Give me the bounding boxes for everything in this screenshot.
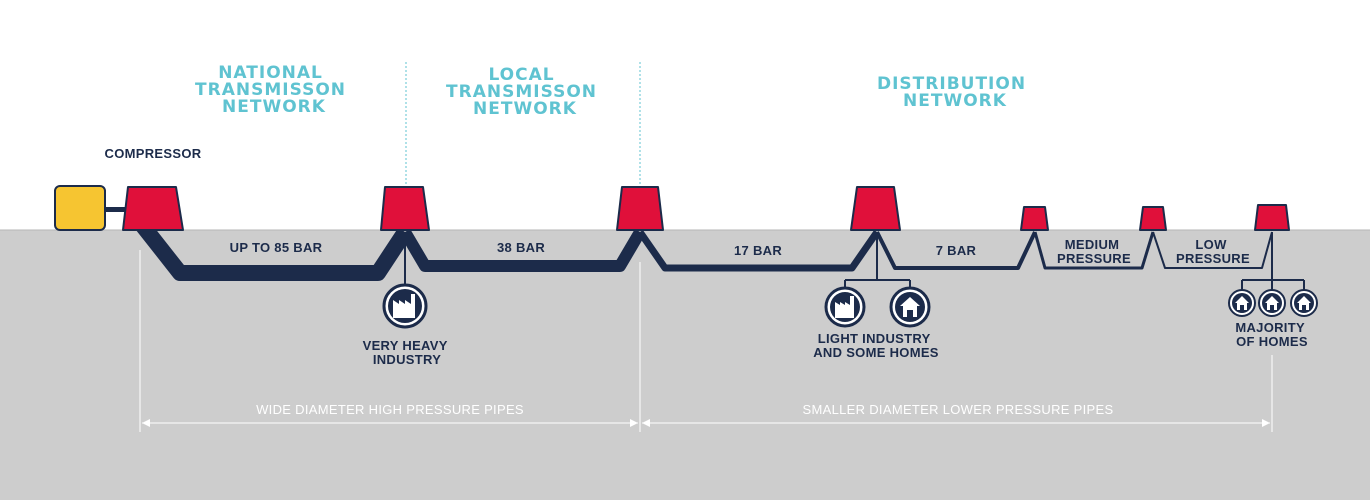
house-icon xyxy=(1290,289,1318,317)
section-title-local: LOCAL TRANSMISSON NETWORK xyxy=(446,65,604,119)
station-7bar xyxy=(1020,206,1049,231)
compressor-label: COMPRESSOR xyxy=(105,146,202,161)
station-local-distribution xyxy=(616,186,664,231)
compressor-station xyxy=(122,186,184,231)
span-arrow-wide xyxy=(142,419,638,427)
span-arrow-smaller xyxy=(642,419,1270,427)
pressure-label-medium: MEDIUM PRESSURE xyxy=(1057,237,1131,266)
homes-label: MAJORITY OF HOMES xyxy=(1235,320,1308,349)
pipe-low-pressure xyxy=(1152,231,1273,269)
compressor-unit xyxy=(54,185,106,231)
section-title-distribution: DISTRIBUTION NETWORK xyxy=(877,74,1033,111)
compressor-connector xyxy=(104,207,126,212)
light-industry-label: LIGHT INDUSTRY AND SOME HOMES xyxy=(813,331,939,360)
span-label-wide: WIDE DIAMETER HIGH PRESSURE PIPES xyxy=(256,402,524,417)
pressure-label-38bar: 38 BAR xyxy=(497,240,545,255)
pipe-17bar xyxy=(637,230,880,272)
station-national-local xyxy=(380,186,430,231)
homes-connector xyxy=(1241,232,1305,290)
house-icon xyxy=(1258,289,1286,317)
factory-icon xyxy=(382,283,428,329)
pipe-local xyxy=(399,228,646,272)
light-industry-connector xyxy=(844,232,911,288)
pressure-label-7bar: 7 BAR xyxy=(936,243,977,258)
span-label-smaller: SMALLER DIAMETER LOWER PRESSURE PIPES xyxy=(803,402,1114,417)
station-medium-pressure xyxy=(1139,206,1167,231)
station-low-pressure xyxy=(1254,204,1290,231)
pressure-label-low: LOW PRESSURE xyxy=(1176,237,1250,266)
heavy-industry-label: VERY HEAVY INDUSTRY xyxy=(363,338,452,367)
pressure-label-17bar: 17 BAR xyxy=(734,243,782,258)
pipe-7bar xyxy=(875,231,1037,270)
pressure-label-85bar: UP TO 85 BAR xyxy=(230,240,323,255)
house-icon xyxy=(1228,289,1256,317)
house-icon xyxy=(889,286,931,328)
factory-icon xyxy=(824,286,866,328)
pipe-medium-pressure xyxy=(1033,231,1155,270)
pipe-national xyxy=(136,221,412,281)
section-title-national: NATIONAL TRANSMISSON NETWORK xyxy=(195,63,353,117)
station-17bar xyxy=(850,186,901,231)
